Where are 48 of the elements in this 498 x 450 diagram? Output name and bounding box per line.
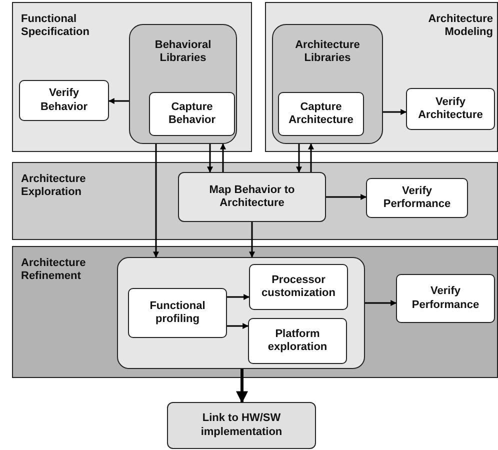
box-label: Verify Performance xyxy=(382,184,452,212)
process-box xyxy=(128,288,227,338)
arrow xyxy=(326,194,367,200)
process-box xyxy=(249,264,348,310)
process-box xyxy=(167,402,316,449)
box-label: Capture Architecture xyxy=(288,100,354,128)
arrow xyxy=(236,369,248,404)
arrow xyxy=(227,294,250,300)
library-box xyxy=(129,24,237,144)
process-box xyxy=(396,274,495,323)
process-box xyxy=(19,80,109,121)
section-panel xyxy=(12,246,498,378)
arrow xyxy=(220,143,226,172)
box-label: Verify Behavior xyxy=(39,87,89,114)
box-label: Verify Architecture xyxy=(417,96,484,122)
box-label: Capture Behavior xyxy=(167,100,217,128)
process-box xyxy=(149,92,235,136)
container-box xyxy=(117,257,365,369)
box-label: Platform exploration xyxy=(266,328,328,354)
box-label: Verify Performance xyxy=(410,285,480,312)
box-label: Processor customization xyxy=(260,274,336,300)
arrow xyxy=(296,144,302,173)
section-panel xyxy=(265,2,498,152)
process-box xyxy=(278,92,364,136)
panel-heading: Architecture Refinement xyxy=(21,257,87,284)
section-panel xyxy=(12,162,498,240)
section-panel xyxy=(12,2,252,152)
process-box xyxy=(248,318,347,364)
box-label: Behavioral Libraries xyxy=(154,39,212,66)
arrow xyxy=(153,144,159,258)
panel-heading: Architecture Exploration xyxy=(21,173,87,200)
box-label: Map Behavior to Architecture xyxy=(208,184,296,210)
arrow xyxy=(308,143,314,172)
arrow xyxy=(207,144,213,173)
box-label: Functional profiling xyxy=(148,300,206,326)
box-label: Link to HW/SW implementation xyxy=(200,412,284,439)
process-box xyxy=(366,178,468,218)
panel-heading: Functional Specification xyxy=(21,13,90,40)
panel-heading: Architecture Modeling xyxy=(427,13,493,40)
library-box xyxy=(272,24,383,144)
arrow xyxy=(365,300,397,306)
arrow xyxy=(249,222,255,258)
arrow xyxy=(383,109,407,115)
arrow xyxy=(108,98,129,104)
process-box xyxy=(406,88,495,130)
arrow xyxy=(227,323,249,329)
box-label: Architecture Libraries xyxy=(294,39,361,66)
process-box xyxy=(178,172,326,222)
